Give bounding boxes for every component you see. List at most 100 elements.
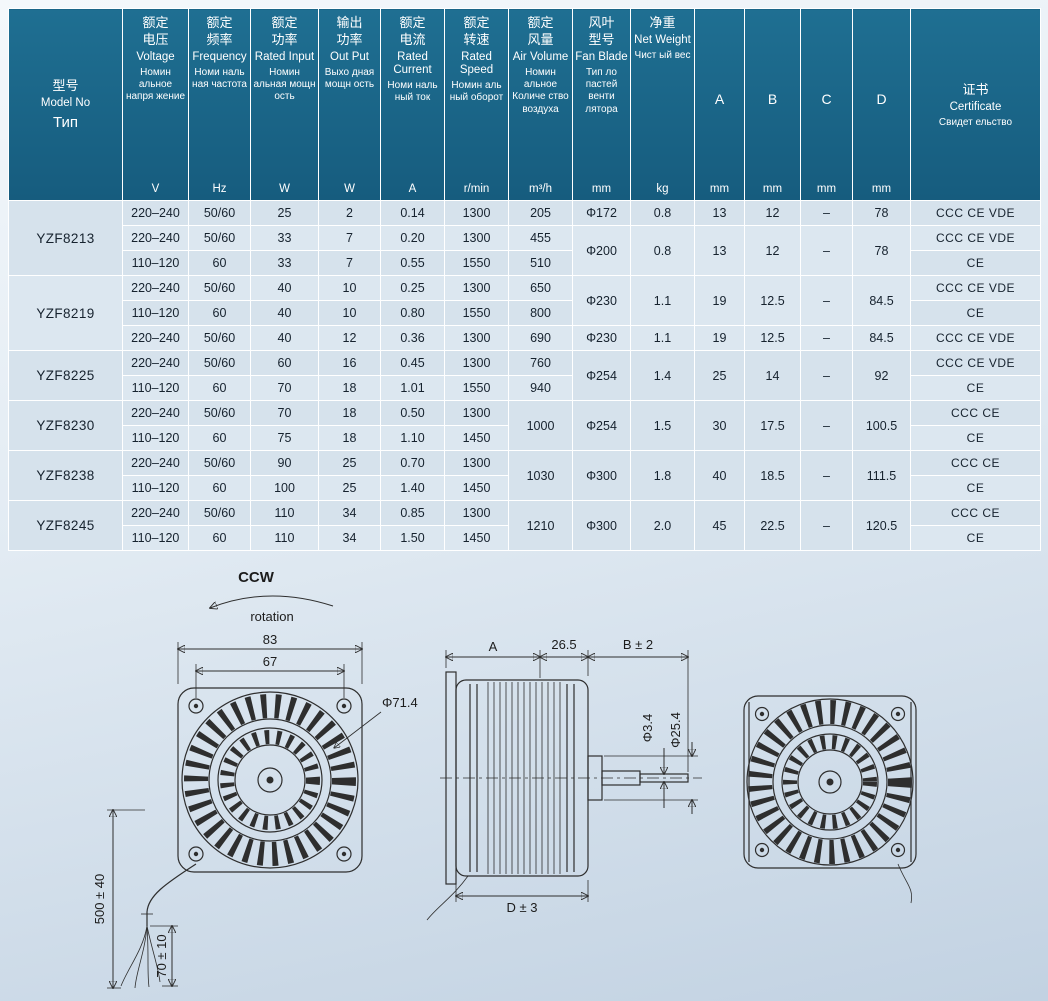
cell-speed: 1550: [444, 375, 509, 401]
cell-frequency: 50/60: [188, 225, 251, 251]
cell-volume: 800: [508, 300, 573, 326]
col-header-a: A mm: [694, 8, 745, 201]
cell-voltage: 110–120: [122, 475, 189, 501]
cell-c: –: [800, 450, 853, 501]
side-view-dimensions: A 26.5 B ± 2 Φ3.4 Φ25.4 D ± 3: [446, 637, 698, 915]
cell-model: YZF8219: [8, 275, 123, 351]
cell-input: 70: [250, 400, 319, 426]
cell-c: –: [800, 325, 853, 351]
table-row: YZF8238 220–240 50/60 90 25 0.70 1300 10…: [8, 450, 1041, 501]
cell-model: YZF8245: [8, 500, 123, 551]
front-view-dimensions: 83 67 Φ71.4 500 ± 40 70 ± 10: [92, 632, 418, 988]
cell-current: 0.50: [380, 400, 445, 426]
cell-certificate: CE: [910, 475, 1041, 501]
ccw-label: CCW: [238, 569, 275, 586]
cell-speed: 1300: [444, 275, 509, 301]
cell-output: 10: [318, 300, 381, 326]
col-header-c: C mm: [800, 8, 853, 201]
cell-b: 18.5: [744, 450, 801, 501]
cell-certificate: CCC CE VDE: [910, 200, 1041, 226]
table-row: YZF8230 220–240 50/60 70 18 0.50 1300 10…: [8, 400, 1041, 451]
cell-fan: Φ230: [572, 275, 631, 326]
dim-67-label: 67: [263, 654, 277, 669]
cell-voltage: 110–120: [122, 525, 189, 551]
col-header-certificate: 证书 Certificate Свидет ельство: [910, 8, 1041, 201]
cell-fan: Φ300: [572, 450, 631, 501]
dim-A-label: A: [489, 639, 498, 654]
cell-a: 13: [694, 225, 745, 276]
cell-voltage: 220–240: [122, 325, 189, 351]
cell-voltage: 220–240: [122, 275, 189, 301]
cell-certificate: CE: [910, 250, 1041, 276]
cell-speed: 1450: [444, 425, 509, 451]
cell-output: 7: [318, 225, 381, 251]
table-row: 110–120 60 110 34 1.50 1450 CE: [9, 525, 1041, 551]
cell-b: 22.5: [744, 500, 801, 551]
cell-voltage: 110–120: [122, 425, 189, 451]
cell-volume: 1000: [508, 400, 573, 451]
motor-rear-view: [743, 695, 917, 904]
cell-d: 100.5: [852, 400, 911, 451]
cell-current: 1.50: [380, 525, 445, 551]
cell-volume: 940: [508, 375, 573, 401]
cell-certificate: CCC CE: [910, 500, 1041, 526]
cell-voltage: 110–120: [122, 300, 189, 326]
col-header-rated-input: 额定功率 Rated Input Номин альная мощн ость …: [250, 8, 319, 201]
cell-weight: 1.1: [630, 325, 695, 351]
col-header-b: B mm: [744, 8, 801, 201]
cell-frequency: 50/60: [188, 350, 251, 376]
cell-certificate: CE: [910, 525, 1041, 551]
cell-output: 10: [318, 275, 381, 301]
cell-c: –: [800, 500, 853, 551]
cell-output: 25: [318, 475, 381, 501]
cell-current: 1.40: [380, 475, 445, 501]
cell-model: YZF8238: [8, 450, 123, 501]
cell-current: 0.14: [380, 200, 445, 226]
cell-weight: 0.8: [630, 225, 695, 276]
cell-c: –: [800, 350, 853, 401]
cell-fan: Φ254: [572, 400, 631, 451]
cell-current: 1.10: [380, 425, 445, 451]
cell-volume: 205: [508, 200, 573, 226]
cell-speed: 1300: [444, 225, 509, 251]
cell-current: 0.70: [380, 450, 445, 476]
dia-3-4-label: Φ3.4: [640, 714, 655, 742]
cell-certificate: CCC CE VDE: [910, 350, 1041, 376]
cell-speed: 1300: [444, 500, 509, 526]
table-row: 110–120 60 75 18 1.10 1450 CE: [9, 425, 1041, 451]
cell-weight: 1.5: [630, 400, 695, 451]
table-row: YZF8225 220–240 50/60 60 16 0.45 1300 76…: [8, 350, 1041, 401]
cell-frequency: 60: [188, 300, 251, 326]
cell-certificate: CE: [910, 375, 1041, 401]
cell-output: 16: [318, 350, 381, 376]
cell-model: YZF8225: [8, 350, 123, 401]
cell-fan: Φ200: [572, 225, 631, 276]
table-row: YZF8219 220–240 50/60 40 10 0.25 1300 65…: [8, 275, 1041, 351]
cell-input: 33: [250, 250, 319, 276]
dim-B-label: B ± 2: [623, 637, 653, 652]
cell-voltage: 110–120: [122, 250, 189, 276]
cell-certificate: CCC CE VDE: [910, 225, 1041, 251]
table-row: YZF8245 220–240 50/60 110 34 0.85 1300 1…: [8, 500, 1041, 551]
cell-voltage: 220–240: [122, 400, 189, 426]
motor-side-view: [426, 671, 702, 921]
cell-input: 70: [250, 375, 319, 401]
cell-frequency: 50/60: [188, 450, 251, 476]
cell-certificate: CCC CE: [910, 450, 1041, 476]
cell-certificate: CE: [910, 425, 1041, 451]
cell-current: 0.85: [380, 500, 445, 526]
cell-output: 25: [318, 450, 381, 476]
cell-d: 120.5: [852, 500, 911, 551]
cell-b: 14: [744, 350, 801, 401]
cell-current: 0.55: [380, 250, 445, 276]
cell-a: 19: [694, 325, 745, 351]
cell-certificate: CE: [910, 300, 1041, 326]
cell-output: 34: [318, 525, 381, 551]
col-header-current: 额定电流 Rated Current Номи наль ный ток A: [380, 8, 445, 201]
cell-d: 84.5: [852, 275, 911, 326]
cell-output: 7: [318, 250, 381, 276]
cell-b: 12: [744, 225, 801, 276]
cell-current: 0.45: [380, 350, 445, 376]
table-row: 110–120 60 70 18 1.01 1550 940 CE: [9, 375, 1041, 401]
rotation-label: rotation: [250, 609, 293, 624]
